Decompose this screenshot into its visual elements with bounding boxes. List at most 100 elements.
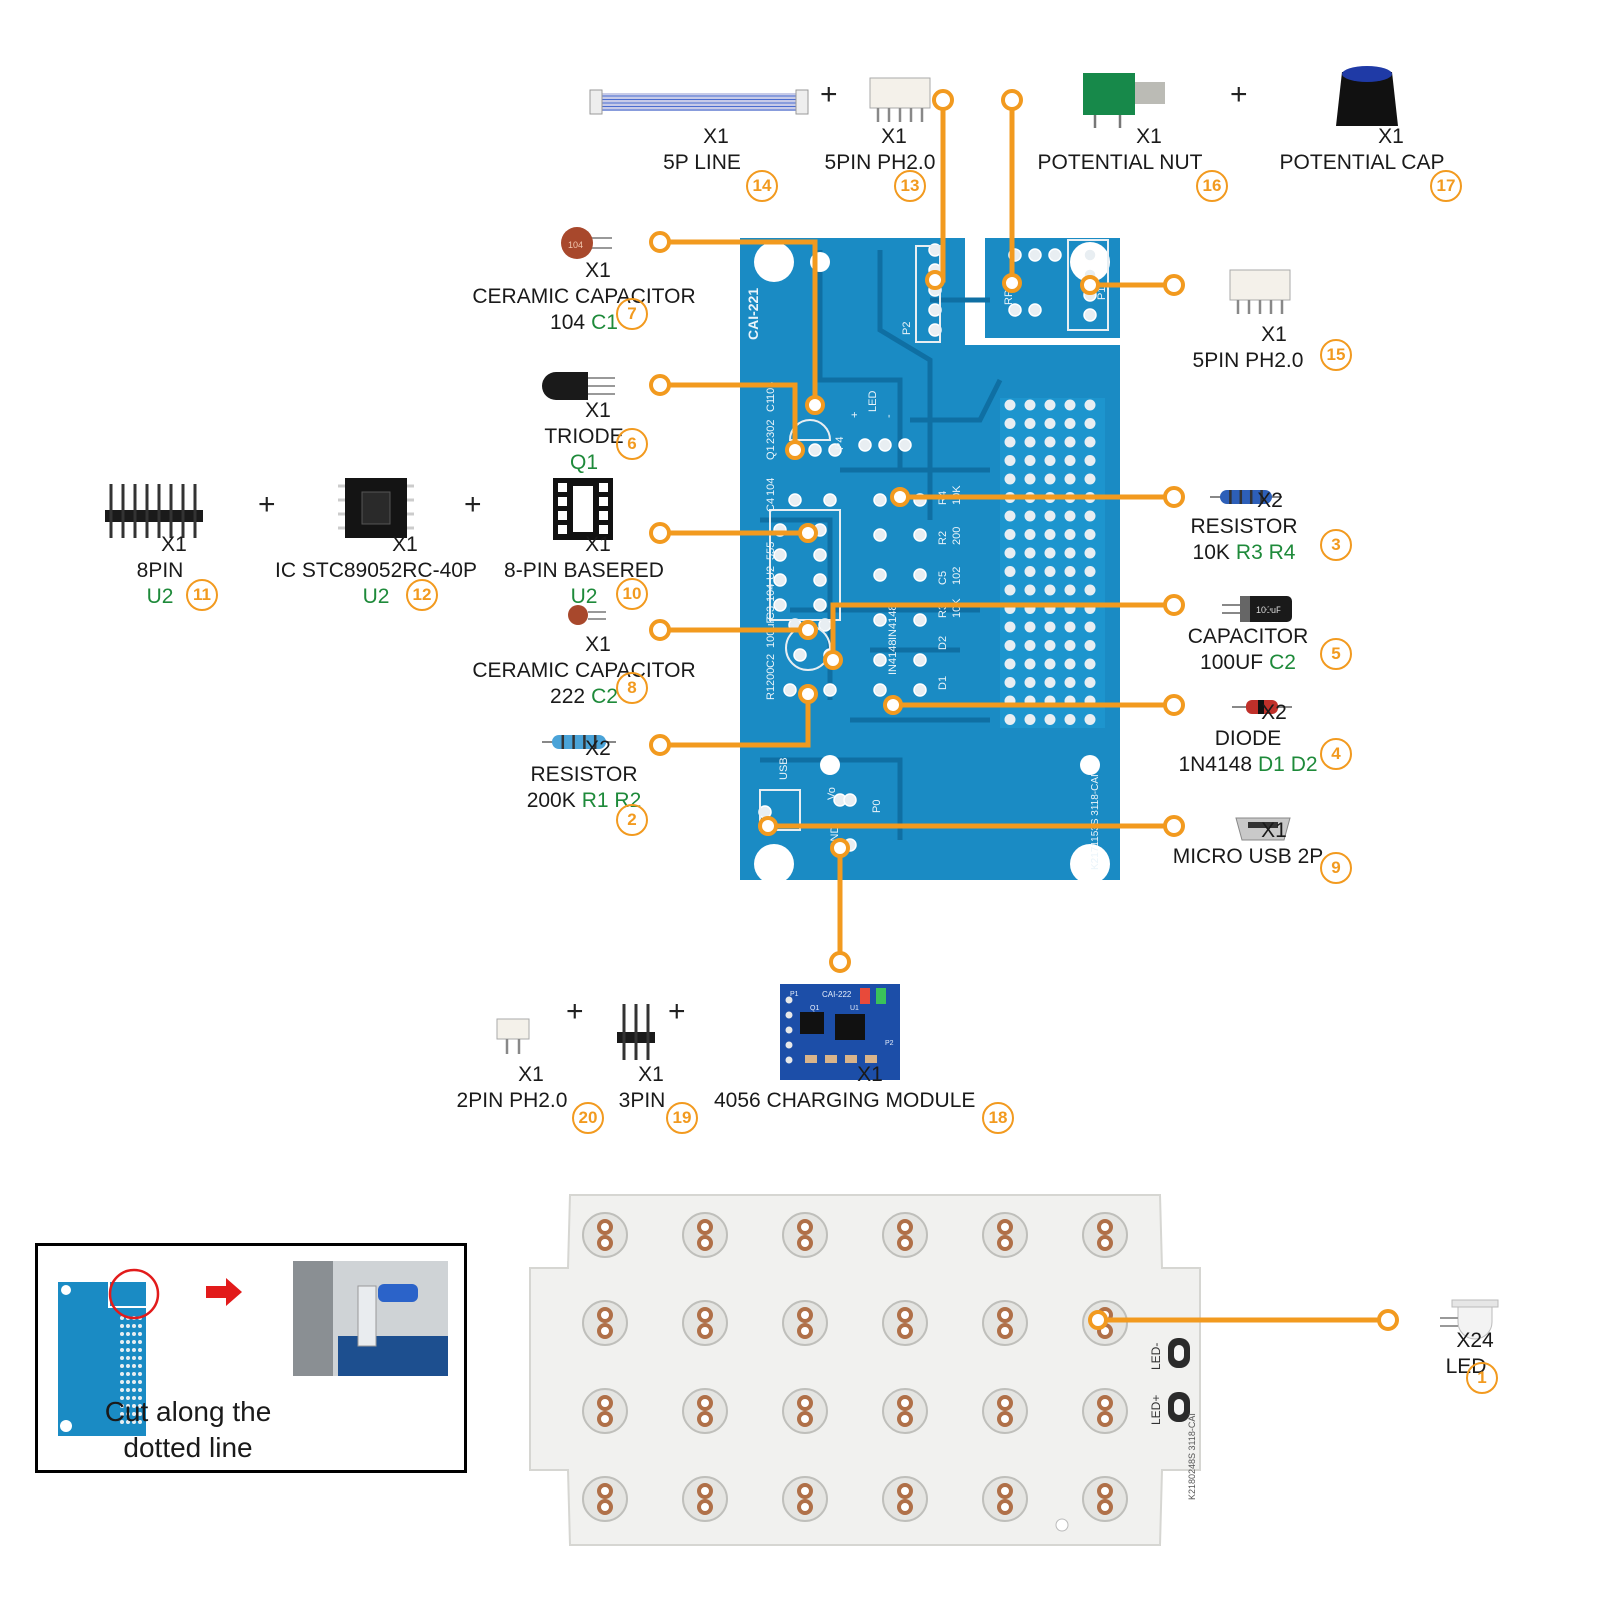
ceramic-capacitor-small-icon xyxy=(568,605,606,625)
leader-line xyxy=(660,694,811,748)
proto-pad xyxy=(1044,510,1056,522)
leader-end-dot xyxy=(883,695,903,715)
leader-end-dot xyxy=(1080,275,1100,295)
component-reference: U2 xyxy=(570,585,598,608)
qty-label: X24 xyxy=(1456,1329,1494,1352)
led-pin-hole xyxy=(1097,1411,1113,1427)
mini-proto-pad xyxy=(126,1364,130,1368)
solder-pad xyxy=(878,438,892,452)
proto-pad xyxy=(1024,566,1036,577)
proto-pad xyxy=(1024,418,1036,429)
mini-hole xyxy=(60,1420,72,1432)
component-name: MICRO USB 2P xyxy=(1172,845,1324,868)
proto-pad xyxy=(1044,640,1056,651)
solder-pad xyxy=(1028,303,1042,317)
pot-body xyxy=(1083,73,1135,115)
mini-proto-pad xyxy=(126,1372,130,1376)
component-reference: R3 R4 xyxy=(1235,541,1296,564)
led-pin-hole xyxy=(697,1235,713,1251)
proto-pad xyxy=(1084,714,1096,725)
cut-line-1: Cut along the xyxy=(104,1396,272,1427)
mini-proto-pad xyxy=(120,1324,124,1328)
leader-end-dot xyxy=(1002,273,1022,293)
led-pin-hole xyxy=(997,1395,1013,1411)
component-reference: C2 xyxy=(1269,651,1296,674)
proto-pad xyxy=(1084,640,1096,651)
proto-pad xyxy=(1084,473,1096,485)
led-pin-hole xyxy=(697,1307,713,1323)
mini-proto-pad xyxy=(132,1420,136,1424)
solder-pad xyxy=(913,653,927,667)
module-pad xyxy=(785,996,793,1004)
led-footprint xyxy=(582,1300,628,1346)
proto-pad xyxy=(1084,621,1096,633)
header-bar xyxy=(105,510,203,522)
led-footprint xyxy=(782,1476,828,1522)
mini-proto-pad xyxy=(120,1316,124,1320)
pcb-trace xyxy=(760,517,833,700)
resistor-200k-icon xyxy=(542,735,616,749)
plus-sign: + xyxy=(668,995,686,1028)
led-footprint xyxy=(982,1212,1028,1258)
solder-pad xyxy=(828,443,842,457)
led-pin-hole xyxy=(797,1411,813,1427)
socket-hole xyxy=(599,525,608,534)
via-hole xyxy=(1080,755,1100,775)
mini-proto-pad xyxy=(120,1372,124,1376)
proto-pad xyxy=(1024,547,1036,559)
led-pin-hole xyxy=(797,1235,813,1251)
label-led-plus: LED+ xyxy=(1149,1395,1163,1425)
leader-end-dot xyxy=(1163,274,1185,296)
mini-proto-pad xyxy=(126,1388,130,1392)
proto-pad xyxy=(1044,584,1056,596)
mini-proto-pad xyxy=(120,1332,124,1336)
led-pin-hole xyxy=(997,1499,1013,1515)
led-pin-hole xyxy=(897,1219,913,1235)
mini-proto-pad xyxy=(132,1388,136,1392)
solder-pad xyxy=(813,573,827,587)
pcb-silk-label: IN4148 xyxy=(887,640,899,675)
proto-pad xyxy=(1004,529,1016,540)
led-pin-hole xyxy=(897,1499,913,1515)
solder-pad xyxy=(898,438,912,452)
pcb-silk-label: C4 xyxy=(765,498,777,512)
component-name: CERAMIC CAPACITOR xyxy=(472,659,696,682)
ph20-2pin-icon xyxy=(496,1018,530,1054)
proto-pad xyxy=(1044,436,1056,448)
proto-pad xyxy=(1004,621,1016,633)
proto-pad xyxy=(1084,677,1096,688)
leader-end-dot xyxy=(649,619,671,641)
led-pin-hole xyxy=(997,1235,1013,1251)
photo-pcb xyxy=(338,1336,448,1376)
leader-line xyxy=(660,382,798,450)
component-name: 5PIN PH2.0 xyxy=(1192,349,1304,372)
connector-housing xyxy=(869,77,931,109)
led-pin-hole xyxy=(897,1411,913,1427)
module-silk-label: Q1 xyxy=(810,1005,819,1012)
mini-pcb xyxy=(58,1282,146,1436)
pcb-silk-label: 102 xyxy=(951,567,963,585)
led-pin-hole xyxy=(1097,1483,1113,1499)
ecap-body xyxy=(1240,596,1292,622)
leader-end-dot xyxy=(890,487,910,507)
ic-die xyxy=(361,491,391,525)
leader-end-dot xyxy=(830,838,850,858)
mini-proto-pad xyxy=(120,1404,124,1408)
proto-pad xyxy=(1044,547,1056,559)
component-reference: Q1 xyxy=(569,451,598,474)
leader-lines xyxy=(649,89,1399,1331)
pcb-trace xyxy=(817,250,903,470)
component-value: 10K xyxy=(1192,541,1230,564)
component-value: 104 xyxy=(550,311,586,334)
ph20-5pin-icon xyxy=(1229,269,1291,314)
cap-disc xyxy=(561,227,593,259)
proto-pad xyxy=(1084,566,1096,577)
module-led xyxy=(860,988,870,1004)
proto-pad xyxy=(1024,455,1036,466)
ceramic-capacitor-icon: 104 xyxy=(561,227,612,259)
pcb-trace xyxy=(760,757,903,840)
